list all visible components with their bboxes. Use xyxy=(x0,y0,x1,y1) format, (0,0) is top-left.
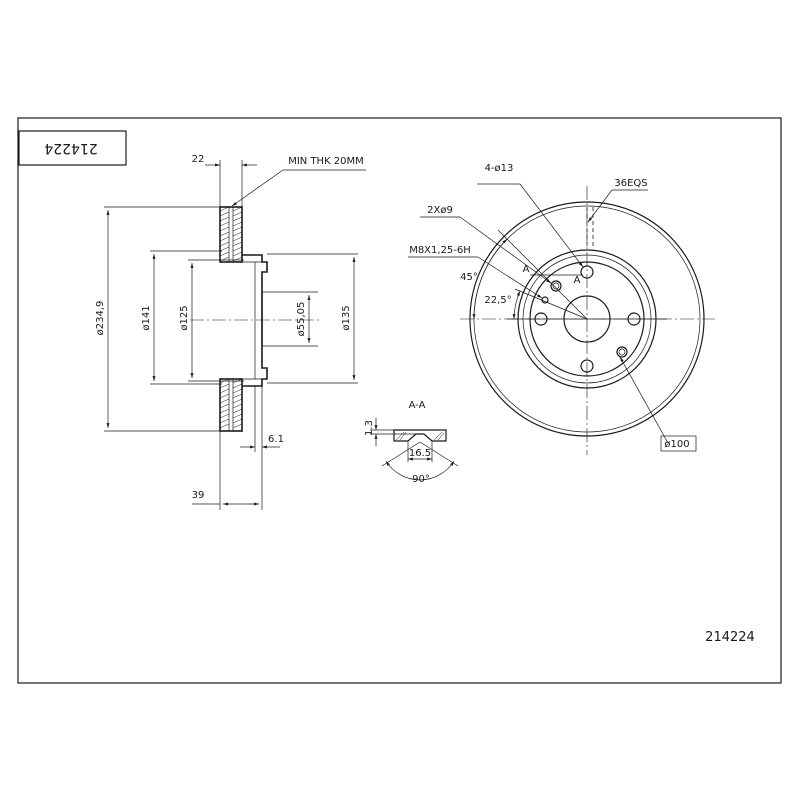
angle-dimensions: 45° 22,5° xyxy=(460,229,588,320)
section-depth-label: 1.3 xyxy=(364,420,375,436)
section-hatch-line xyxy=(232,246,243,252)
min-thickness-callout: MIN THK 20MM xyxy=(231,156,366,207)
part-number: 214224 xyxy=(705,630,755,645)
bolt-holes xyxy=(534,265,641,373)
bolt-hole-right xyxy=(627,312,641,326)
section-hatch-line xyxy=(219,251,230,257)
section-hatch-line xyxy=(219,256,230,262)
thickness-dimension: 22 xyxy=(192,154,257,207)
section-hatch xyxy=(395,431,445,441)
rotated-part-number-box: 214224 xyxy=(18,130,127,166)
vent-slot-marker xyxy=(586,207,594,248)
thread-label: M8X1,25-6H xyxy=(409,245,471,256)
section-title: A-A xyxy=(409,400,426,411)
section-mark-right: A xyxy=(574,275,581,286)
threaded-hole-lower xyxy=(616,346,628,358)
section-hatch-line xyxy=(219,408,230,414)
dia-135-label: ø135 xyxy=(341,305,352,330)
section-hatch-line xyxy=(232,206,243,212)
section-hatch-line xyxy=(219,211,230,217)
section-hatch-line xyxy=(219,226,230,232)
bolt-hole-bottom xyxy=(580,359,594,373)
section-hatch-line xyxy=(232,388,243,394)
section-hatch-line xyxy=(219,216,230,222)
front-leaders: 4-ø13 36EQS 2Xø9 M8X1,25-6H ø100 xyxy=(408,163,697,452)
section-hatch-line xyxy=(232,423,243,429)
min-thickness-label: MIN THK 20MM xyxy=(288,156,364,167)
bolt-hole-left xyxy=(534,312,548,326)
section-hatch-line xyxy=(232,256,243,262)
section-hatch-line xyxy=(232,403,243,409)
dia-141-label: ø141 xyxy=(141,305,152,330)
side-view: ø234,9 ø141 ø125 ø55,05 ø135 xyxy=(95,154,366,510)
section-hatch-line xyxy=(219,413,230,419)
section-hatch-line xyxy=(232,398,243,404)
section-hatch-line xyxy=(232,251,243,257)
dia-125-label: ø125 xyxy=(179,305,190,330)
bolt-holes-label: 4-ø13 xyxy=(485,163,514,174)
section-hatch-line xyxy=(219,423,230,429)
section-hatch-line xyxy=(219,206,230,212)
overall-height-dimension: 39 xyxy=(192,431,263,510)
section-width-label: 16.5 xyxy=(409,448,431,459)
section-hatch-line xyxy=(232,216,243,222)
drawing-border xyxy=(17,117,782,684)
dia-55-label: ø55,05 xyxy=(296,302,307,337)
section-a-a: A-A 1.3 16.5 90° xyxy=(364,400,459,485)
pcd-label: ø100 xyxy=(664,439,689,450)
section-hatch-line xyxy=(232,413,243,419)
section-cut-line: A A xyxy=(523,264,583,286)
section-hatch-line xyxy=(219,221,230,227)
section-hatch-line xyxy=(219,383,230,389)
section-hatch-line xyxy=(232,241,243,247)
hat-offset-label: 6.1 xyxy=(268,434,284,445)
section-hatch-line xyxy=(219,403,230,409)
section-angle-label: 90° xyxy=(412,474,430,485)
dia-outer-label: ø234,9 xyxy=(95,301,106,336)
bolt-hole-top xyxy=(580,265,594,279)
section-hatch-line xyxy=(232,418,243,424)
threaded-hole-upper xyxy=(550,280,562,292)
angle-22-label: 22,5° xyxy=(484,295,511,306)
section-hatch-line xyxy=(232,211,243,217)
hat-offset-dimension: 6.1 xyxy=(240,386,284,452)
section-hatch-line xyxy=(232,383,243,389)
section-hatch-line xyxy=(232,408,243,414)
section-hatch-line xyxy=(219,418,230,424)
front-view: A A 4-ø13 36EQS 2Xø9 M8X1,25-6H ø100 xyxy=(408,163,715,455)
section-hatch-line xyxy=(219,388,230,394)
section-hatch-line xyxy=(232,231,243,237)
section-hatch-line xyxy=(232,393,243,399)
disc-section-lower xyxy=(219,378,243,432)
angle-45-label: 45° xyxy=(460,272,478,283)
vent-count-label: 36EQS xyxy=(614,178,647,189)
disc-section-upper xyxy=(219,206,243,263)
section-hatch-line xyxy=(232,226,243,232)
disc-thickness-label: 22 xyxy=(192,154,205,165)
section-mark-left: A xyxy=(523,264,530,275)
section-hatch-line xyxy=(232,221,243,227)
section-hatch-line xyxy=(219,231,230,237)
section-hatch-line xyxy=(219,393,230,399)
rotated-part-number: 214224 xyxy=(44,140,98,156)
section-hatch-line xyxy=(219,398,230,404)
section-hatch-line xyxy=(232,236,243,242)
section-hatch-line xyxy=(219,241,230,247)
threaded-holes xyxy=(541,280,628,358)
section-hatch-line xyxy=(219,246,230,252)
small-holes-label: 2Xø9 xyxy=(427,205,453,216)
hat-section xyxy=(242,254,268,387)
overall-height-label: 39 xyxy=(192,490,205,501)
section-hatch-line xyxy=(219,236,230,242)
diameter-dimensions: ø234,9 ø141 ø125 ø55,05 ø135 xyxy=(95,206,358,432)
